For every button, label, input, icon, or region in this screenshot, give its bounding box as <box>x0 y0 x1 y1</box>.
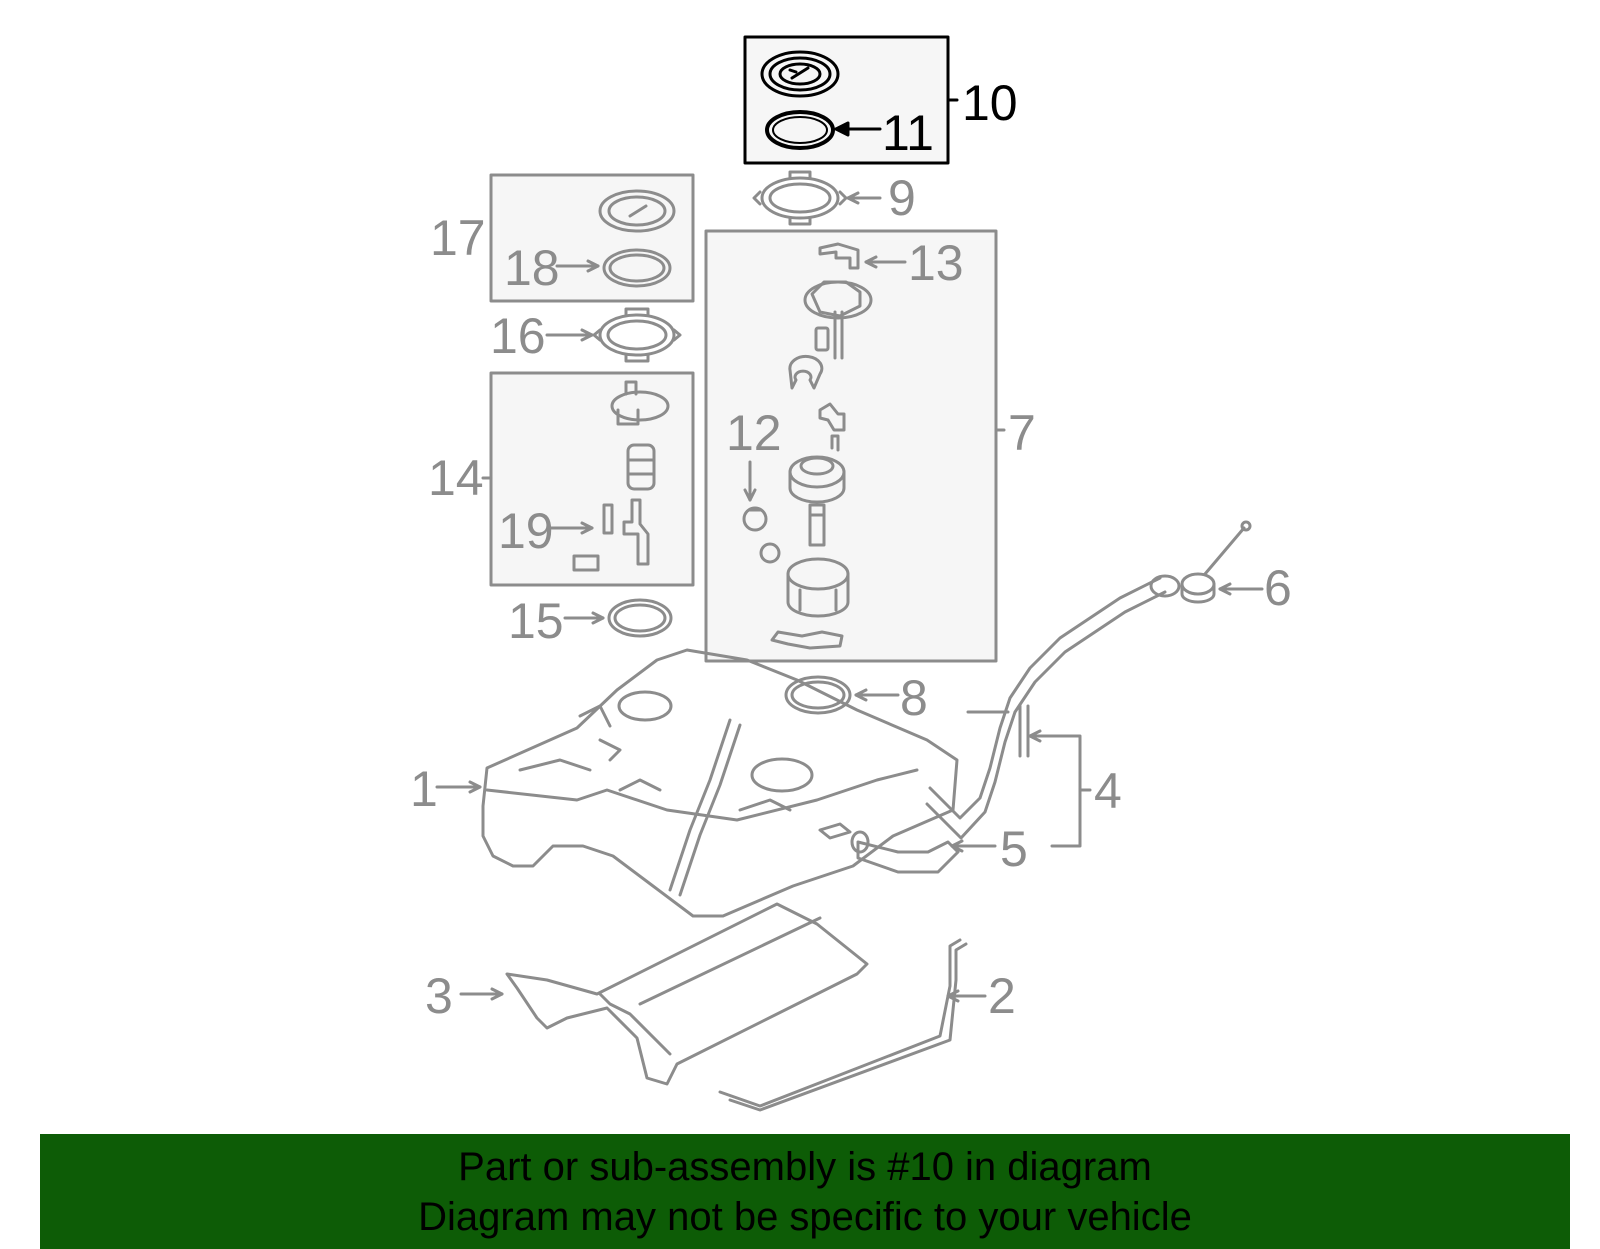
part-14-box[interactable] <box>481 371 695 587</box>
part-10-box[interactable] <box>743 35 959 165</box>
callout-11: 11 <box>882 105 934 161</box>
callout-14: 14 <box>428 450 484 506</box>
callout-4: 4 <box>1094 763 1122 819</box>
callout-2: 2 <box>988 968 1016 1024</box>
banner-line-1: Part or sub-assembly is #10 in diagram <box>458 1145 1152 1189</box>
callout-12: 12 <box>726 405 782 461</box>
callout-10: 10 <box>962 75 1018 131</box>
callout-9: 9 <box>888 170 916 226</box>
callout-5: 5 <box>1000 821 1028 877</box>
part-15-seal[interactable] <box>563 598 673 638</box>
callout-7: 7 <box>1008 405 1036 461</box>
part-9-lock-ring[interactable] <box>752 170 882 226</box>
part-6-fuel-cap[interactable] <box>1180 520 1264 604</box>
callout-13: 13 <box>908 235 964 291</box>
banner-line-2: Diagram may not be specific to your vehi… <box>418 1195 1192 1239</box>
callout-17: 17 <box>430 210 486 266</box>
part-5-hose[interactable] <box>850 830 997 874</box>
callout-15: 15 <box>508 593 564 649</box>
info-banner: Part or sub-assembly is #10 in diagram D… <box>40 1134 1570 1249</box>
parts-diagram: 10 11 9 13 17 18 16 7 12 14 19 6 15 8 1 … <box>410 35 1292 1112</box>
callout-18: 18 <box>504 240 560 296</box>
part-2-tank-strap[interactable] <box>718 938 987 1112</box>
part-16-lock-ring[interactable] <box>545 307 682 363</box>
callout-3: 3 <box>425 968 453 1024</box>
callout-8: 8 <box>900 670 928 726</box>
part-1-fuel-tank[interactable] <box>435 648 959 918</box>
part-4-filler-pipe[interactable] <box>925 574 1181 848</box>
callout-6: 6 <box>1264 560 1292 616</box>
callout-16: 16 <box>490 308 546 364</box>
part-3-heat-shield[interactable] <box>459 902 869 1086</box>
callout-1: 1 <box>410 761 438 817</box>
callout-19: 19 <box>498 503 554 559</box>
part-7-pump-module-box[interactable] <box>704 229 1006 663</box>
part-17-box[interactable] <box>489 173 695 303</box>
part-8-seal[interactable] <box>784 675 900 715</box>
